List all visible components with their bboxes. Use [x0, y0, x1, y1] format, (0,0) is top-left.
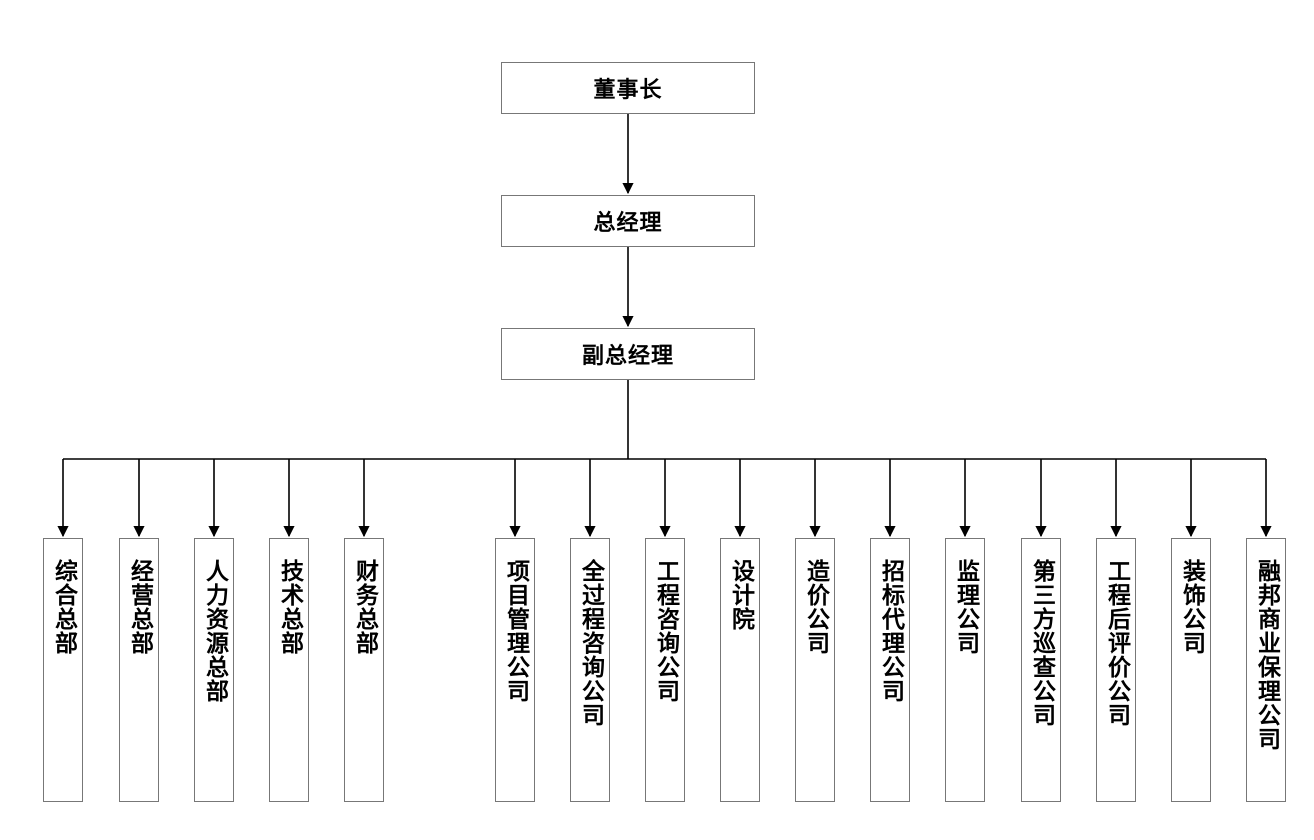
node-department-label: 财务总部: [351, 559, 378, 655]
node-department-label: 经营总部: [126, 559, 153, 655]
node-company-label: 融邦商业保理公司: [1253, 559, 1280, 751]
node-deputy-general-manager-label: 副总经理: [581, 344, 674, 369]
node-deputy-general-manager: 副总经理: [501, 328, 755, 380]
node-general-manager: 总经理: [501, 195, 755, 247]
node-department: 经营总部: [119, 538, 159, 802]
node-department-label: 人力资源总部: [201, 559, 228, 703]
node-department: 财务总部: [344, 538, 384, 802]
node-company-label: 招标代理公司: [877, 559, 904, 703]
node-company: 装饰公司: [1171, 538, 1211, 802]
node-company: 工程后评价公司: [1096, 538, 1136, 802]
node-company: 融邦商业保理公司: [1246, 538, 1286, 802]
node-general-manager-label: 总经理: [593, 211, 663, 236]
node-company-label: 全过程咨询公司: [577, 559, 604, 727]
node-company-label: 装饰公司: [1178, 559, 1205, 655]
node-company-label: 监理公司: [952, 559, 979, 655]
node-department-label: 技术总部: [276, 559, 303, 655]
node-chairman: 董事长: [501, 62, 755, 114]
node-company: 设计院: [720, 538, 760, 802]
node-company-label: 造价公司: [802, 559, 829, 655]
node-department: 技术总部: [269, 538, 309, 802]
node-company: 项目管理公司: [495, 538, 535, 802]
node-company: 招标代理公司: [870, 538, 910, 802]
node-company-label: 工程咨询公司: [652, 559, 679, 703]
node-company: 工程咨询公司: [645, 538, 685, 802]
node-company-label: 工程后评价公司: [1103, 559, 1130, 727]
node-company: 监理公司: [945, 538, 985, 802]
node-company: 第三方巡查公司: [1021, 538, 1061, 802]
node-company-label: 第三方巡查公司: [1028, 559, 1055, 727]
node-company: 造价公司: [795, 538, 835, 802]
node-chairman-label: 董事长: [593, 78, 663, 103]
node-company-label: 项目管理公司: [502, 559, 529, 703]
node-department: 人力资源总部: [194, 538, 234, 802]
node-company-label: 设计院: [727, 559, 754, 631]
node-department: 综合总部: [43, 538, 83, 802]
node-company: 全过程咨询公司: [570, 538, 610, 802]
node-department-label: 综合总部: [50, 559, 77, 655]
